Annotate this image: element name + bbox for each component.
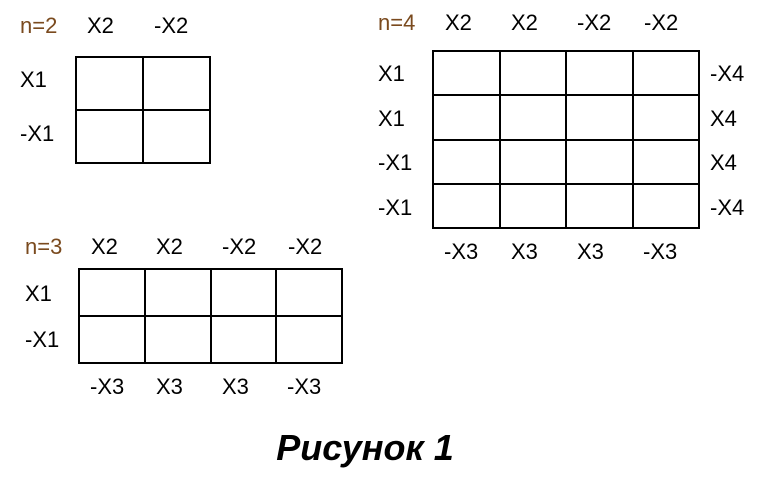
n3-top-label-2: X2: [156, 234, 183, 259]
n4-top-label-3: -X2: [577, 10, 612, 35]
n2-top-label-2: -X2: [154, 13, 189, 38]
n3-bottom-label-3: X3: [222, 374, 249, 399]
grid-cell: [500, 184, 567, 229]
n4-grid: [432, 50, 700, 229]
figure-caption: Рисунок 1: [276, 427, 454, 468]
n4-left-label-2: X1: [378, 106, 405, 131]
n4-bottom-label-4: -X3: [643, 239, 678, 264]
n3-bottom-label-1: -X3: [90, 374, 125, 399]
grid-cell: [567, 96, 634, 141]
grid-cell: [80, 317, 146, 364]
n2-left-label-2: -X1: [20, 121, 55, 146]
n4-right-label-2: X4: [710, 106, 737, 131]
n2-label: n=2: [20, 13, 58, 38]
n2-left-label-1: X1: [20, 67, 47, 92]
n4-right-label-3: X4: [710, 150, 737, 175]
n3-top-label-1: X2: [91, 234, 118, 259]
grid-cell: [567, 184, 634, 229]
n3-bottom-label-2: X3: [156, 374, 183, 399]
grid-cell: [500, 96, 567, 141]
grid-cell: [145, 317, 212, 364]
grid-cell: [277, 317, 343, 364]
n3-left-label-1: X1: [25, 281, 52, 306]
n4-right-label-1: -X4: [710, 61, 745, 86]
n4-left-label-4: -X1: [378, 195, 413, 220]
grid-cell: [633, 96, 700, 141]
n4-top-label-4: -X2: [644, 10, 679, 35]
n2-grid: [75, 56, 211, 164]
grid-cell: [434, 52, 501, 97]
n3-bottom-label-4: -X3: [287, 374, 322, 399]
n4-right-label-4: -X4: [710, 195, 745, 220]
n4-label: n=4: [378, 10, 416, 35]
n3-grid: [78, 268, 343, 364]
n4-top-label-2: X2: [511, 10, 538, 35]
n4-left-label-1: X1: [378, 61, 405, 86]
n4-bottom-label-2: X3: [511, 239, 538, 264]
n3-top-label-3: -X2: [222, 234, 257, 259]
n3-top-label-4: -X2: [288, 234, 323, 259]
grid-cell: [277, 270, 343, 317]
grid-cell: [211, 317, 278, 364]
grid-cell: [500, 140, 567, 185]
n4-top-label-1: X2: [445, 10, 472, 35]
grid-cell: [211, 270, 278, 317]
grid-cell: [567, 52, 634, 97]
grid-cell: [567, 140, 634, 185]
n4-bottom-label-3: X3: [577, 239, 604, 264]
n4-left-label-3: -X1: [378, 150, 413, 175]
grid-cell: [434, 96, 501, 141]
grid-cell: [77, 111, 144, 164]
grid-cell: [500, 52, 567, 97]
grid-cell: [144, 58, 211, 111]
grid-cell: [434, 140, 501, 185]
n3-label: n=3: [25, 234, 63, 259]
grid-cell: [633, 140, 700, 185]
n2-top-label-1: X2: [87, 13, 114, 38]
grid-cell: [144, 111, 211, 164]
grid-cell: [145, 270, 212, 317]
n4-bottom-label-1: -X3: [444, 239, 479, 264]
grid-cell: [80, 270, 146, 317]
grid-cell: [633, 184, 700, 229]
grid-cell: [77, 58, 144, 111]
grid-cell: [633, 52, 700, 97]
n3-left-label-2: -X1: [25, 327, 60, 352]
grid-cell: [434, 184, 501, 229]
